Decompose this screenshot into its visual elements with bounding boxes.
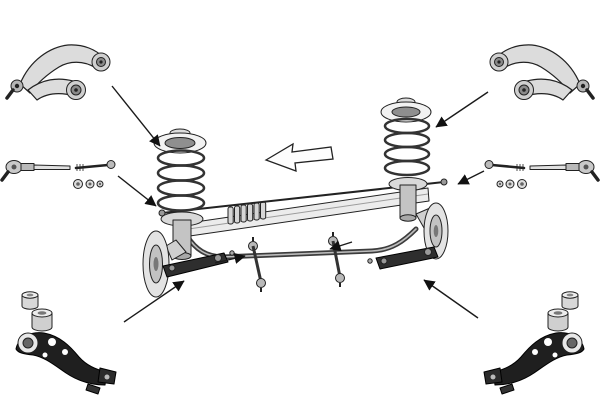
strut-right — [380, 97, 432, 222]
bolt-icon — [367, 258, 373, 264]
direction-arrow — [264, 142, 334, 172]
upper-control-arm-right — [488, 43, 595, 102]
lower-arm-assembly-right — [367, 246, 439, 270]
wheel-hub-left — [142, 230, 187, 298]
pointer-arrow — [457, 170, 485, 185]
tie-rod-right — [483, 158, 600, 191]
stabilizer-link-left — [248, 237, 266, 292]
stabilizer-bar — [184, 226, 419, 260]
pointer-arrow — [329, 240, 353, 252]
bolt-icon — [229, 250, 235, 256]
bushing-set-right — [547, 291, 579, 332]
lower-arm-assembly-left — [162, 250, 235, 278]
pointer-arrow — [214, 252, 246, 264]
axle-boot-icon — [227, 201, 267, 225]
pointer-arrow — [117, 175, 157, 207]
stabilizer-link-right — [328, 232, 345, 287]
wheel-hub-right — [415, 202, 449, 260]
bushing-set-left — [21, 291, 53, 332]
upper-control-arm-left — [5, 44, 111, 101]
pointer-arrow — [111, 85, 161, 147]
pointer-arrows-layer — [111, 85, 489, 323]
lower-control-arm-right — [483, 332, 585, 395]
tie-rod-left — [0, 160, 116, 189]
lower-control-arm-left — [15, 332, 117, 395]
pointer-arrow — [435, 91, 489, 128]
pointer-arrow — [123, 280, 185, 323]
pointer-arrow — [423, 279, 479, 319]
